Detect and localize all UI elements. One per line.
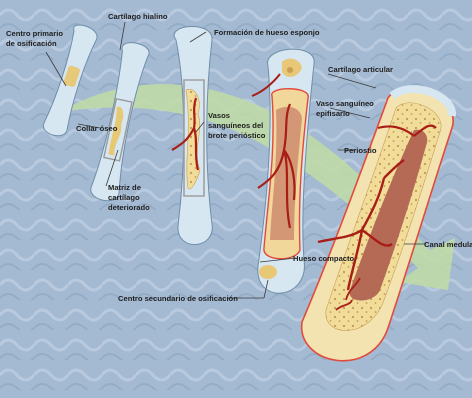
- secondary-ossification-center: [259, 265, 277, 279]
- label-cartilago-hialino: Cartílago hialino: [108, 12, 168, 21]
- label-collar-oseo: Collar óseo: [76, 124, 118, 133]
- label-matriz-1: Matriz de: [108, 183, 141, 192]
- label-canal-medular: Canal medula: [424, 240, 472, 249]
- label-vaso-epifisario-1: Vaso sanguíneo: [316, 99, 374, 108]
- label-centro-primario-2: de osificación: [6, 39, 57, 48]
- label-matriz-2: cartílago: [108, 193, 140, 202]
- label-centro-secundario: Centro secundario de osificación: [118, 294, 238, 303]
- label-formacion-hueso-esponjoso: Formación de hueso esponjo: [214, 28, 320, 37]
- label-matriz-3: deteriorado: [108, 203, 150, 212]
- label-vaso-epifisario-2: epifisario: [316, 109, 350, 118]
- label-hueso-compacto: Hueso compacto: [293, 254, 355, 263]
- label-cartilago-articular: Cartílago articular: [328, 65, 393, 74]
- label-periostio: Periostio: [344, 146, 377, 155]
- label-vasos-2: sanguíneos del: [208, 121, 263, 130]
- label-vasos-1: Vasos: [208, 111, 230, 120]
- label-vasos-3: brote perióstico: [208, 131, 266, 140]
- label-centro-primario-1: Centro primario: [6, 29, 63, 38]
